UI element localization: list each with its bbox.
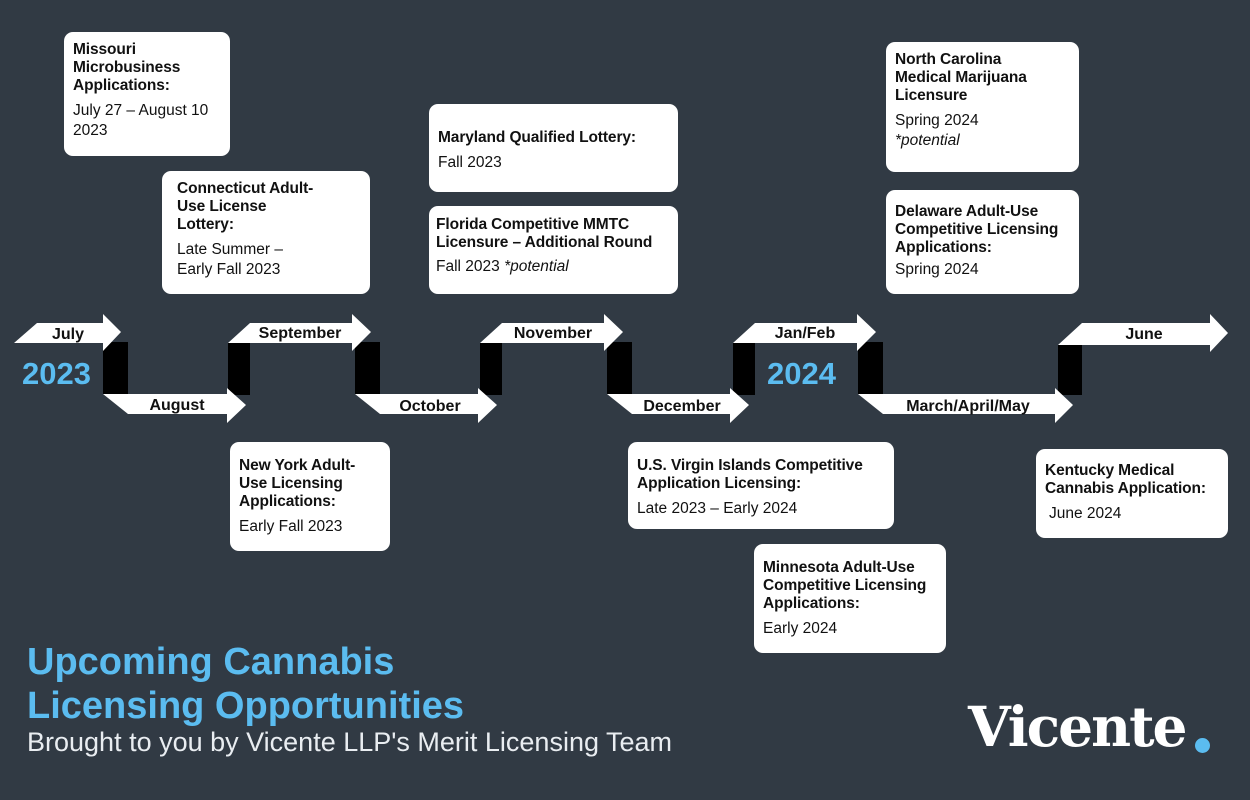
fold-strip [607, 342, 632, 394]
card-virgin-islands: U.S. Virgin Islands Competitive Applicat… [628, 442, 894, 529]
card-date-line: Fall 2023 *potential [436, 257, 672, 277]
card-date: Early 2024 [763, 620, 838, 637]
card-florida: Florida Competitive MMTC Licensure – Add… [429, 206, 678, 294]
card-title: U.S. Virgin Islands Competitive Applicat… [637, 457, 863, 492]
page-title: Upcoming Cannabis Licensing Opportunitie… [27, 640, 464, 728]
card-title: Missouri Microbusiness Applications: [73, 41, 181, 94]
card-title: Florida Competitive MMTC Licensure – Add… [436, 216, 653, 251]
card-title: New York Adult-Use Licensing Application… [239, 457, 356, 510]
logo-dot-icon [1195, 738, 1210, 753]
card-date: Fall 2023 [436, 258, 500, 275]
title-line-2: Licensing Opportunities [27, 685, 465, 727]
month-label-july: July [52, 326, 84, 343]
month-label-jan-feb: Jan/Feb [775, 325, 836, 342]
month-label-june: June [1125, 326, 1162, 343]
fold-strip [103, 342, 128, 394]
month-label-december: December [643, 398, 720, 415]
card-date: July 27 – August 10 2023 [73, 102, 209, 139]
fold-strip [1058, 345, 1082, 395]
card-date: Fall 2023 [438, 154, 502, 171]
fold-strip [355, 342, 380, 394]
page-subtitle: Brought to you by Vicente LLP's Merit Li… [27, 727, 673, 757]
card-date: Late Summer – Early Fall 2023 [177, 241, 283, 278]
card-date: Spring 2024 [895, 261, 979, 278]
card-title: Minnesota Adult-Use Competitive Licensin… [763, 559, 927, 612]
title-line-1: Upcoming Cannabis [27, 641, 395, 683]
timeline-arrow [858, 388, 1073, 423]
card-title: Maryland Qualified Lottery: [438, 129, 636, 146]
vicente-logo: Vicente [968, 694, 1187, 759]
card-date: Late 2023 – Early 2024 [637, 500, 798, 517]
month-label-march-april-may: March/April/May [906, 398, 1030, 415]
timeline-arrow [228, 314, 371, 351]
month-label-november: November [514, 325, 592, 342]
card-note: *potential [504, 258, 569, 275]
card-title: North Carolina Medical Marijuana Licensu… [895, 51, 1027, 104]
card-title: Connecticut Adult-Use License Lottery: [177, 180, 314, 233]
month-label-august: August [149, 397, 205, 414]
card-date: Spring 2024 [895, 112, 979, 129]
fold-strip [480, 343, 502, 395]
timeline-arrow [733, 314, 876, 351]
timeline-arrow [14, 314, 121, 351]
card-north-carolina: North Carolina Medical Marijuana Licensu… [886, 42, 1079, 172]
timeline-arrow [1058, 314, 1228, 352]
card-date: June 2024 [1049, 505, 1122, 522]
card-note: *potential [895, 132, 960, 149]
month-label-september: September [259, 325, 342, 342]
timeline-arrow [355, 388, 497, 423]
card-maryland: Maryland Qualified Lottery: Fall 2023 [429, 104, 678, 192]
timeline-arrow [480, 314, 623, 351]
fold-strip [733, 343, 755, 395]
timeline-arrow [607, 388, 749, 423]
timeline-arrow [103, 388, 246, 423]
month-label-october: October [399, 398, 460, 415]
card-title: Kentucky Medical Cannabis Application: [1045, 462, 1206, 497]
card-date: Early Fall 2023 [239, 518, 343, 535]
card-new-york: New York Adult-Use Licensing Application… [230, 442, 390, 551]
card-connecticut: Connecticut Adult-Use License Lottery: L… [162, 171, 370, 294]
fold-strip [858, 342, 883, 394]
card-missouri: Missouri Microbusiness Applications: Jul… [64, 32, 230, 156]
card-kentucky: Kentucky Medical Cannabis Application: J… [1036, 449, 1228, 538]
card-title: Delaware Adult-Use Competitive Licensing… [895, 203, 1059, 256]
year-label-2023: 2023 [22, 356, 91, 391]
year-label-2024: 2024 [767, 356, 836, 391]
card-delaware: Delaware Adult-Use Competitive Licensing… [886, 190, 1079, 294]
card-minnesota: Minnesota Adult-Use Competitive Licensin… [754, 544, 946, 653]
fold-strip [228, 343, 250, 395]
